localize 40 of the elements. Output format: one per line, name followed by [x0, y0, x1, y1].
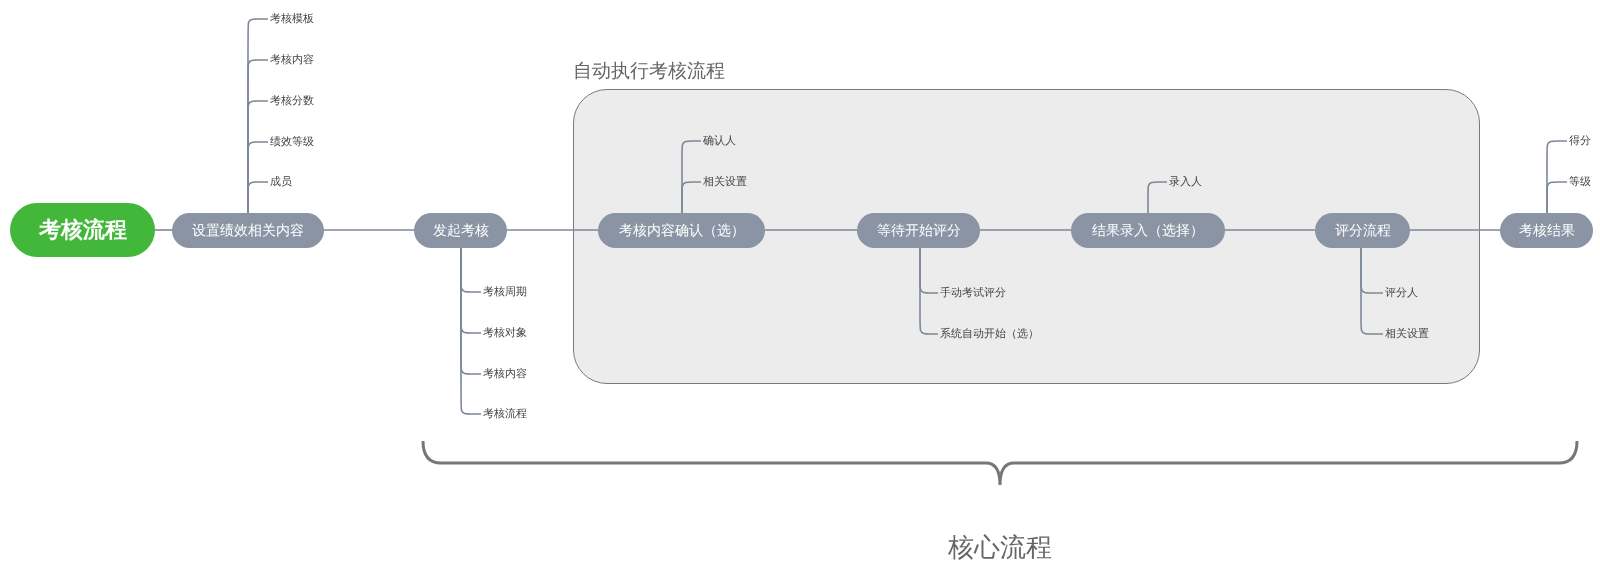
connector-line: [764, 229, 858, 231]
subtopic-text: 考核分数: [270, 93, 330, 109]
group-title: 自动执行考核流程: [573, 58, 725, 82]
connector-line: [1360, 247, 1384, 335]
bracket-caption: 核心流程: [948, 531, 1052, 564]
connector-line: [1224, 229, 1316, 231]
connector-line: [979, 229, 1072, 231]
topic-pill: 设置绩效相关内容: [172, 213, 324, 248]
topic-pill: 结果录入（选择）: [1071, 213, 1225, 248]
connector-line: [460, 247, 482, 415]
subtopic-text: 考核内容: [270, 52, 330, 68]
connector-line: [1409, 229, 1501, 231]
subtopic-text: 相关设置: [1385, 326, 1445, 342]
subtopic-text: 绩效等级: [270, 134, 330, 150]
subtopic-text: 得分: [1569, 133, 1599, 149]
root-topic: 考核流程: [10, 203, 155, 257]
connector-line: [506, 229, 599, 231]
connector-line: [323, 229, 415, 231]
connector-line: [681, 181, 702, 214]
subtopic-text: 考核内容: [483, 366, 543, 382]
subtopic-text: 等级: [1569, 174, 1599, 190]
connector-line: [154, 229, 173, 231]
topic-pill: 考核内容确认（选）: [598, 213, 765, 248]
topic-pill: 考核结果: [1500, 213, 1593, 248]
subtopic-text: 考核对象: [483, 325, 543, 341]
topic-pill: 发起考核: [414, 213, 507, 248]
subtopic-text: 录入人: [1169, 174, 1219, 190]
subtopic-text: 相关设置: [703, 174, 763, 190]
subtopic-text: 确认人: [703, 133, 753, 149]
subtopic-text: 成员: [270, 174, 310, 190]
subtopic-text: 考核模板: [270, 11, 330, 27]
subtopic-text: 评分人: [1385, 285, 1435, 301]
subtopic-text: 考核流程: [483, 406, 543, 422]
subtopic-text: 手动考试评分: [940, 285, 1020, 301]
connector-line: [247, 181, 269, 214]
subtopic-text: 考核周期: [483, 284, 543, 300]
topic-pill: 等待开始评分: [857, 213, 980, 248]
topic-pill: 评分流程: [1315, 213, 1410, 248]
subtopic-text: 系统自动开始（选）: [940, 326, 1060, 342]
connector-line: [1546, 181, 1568, 214]
